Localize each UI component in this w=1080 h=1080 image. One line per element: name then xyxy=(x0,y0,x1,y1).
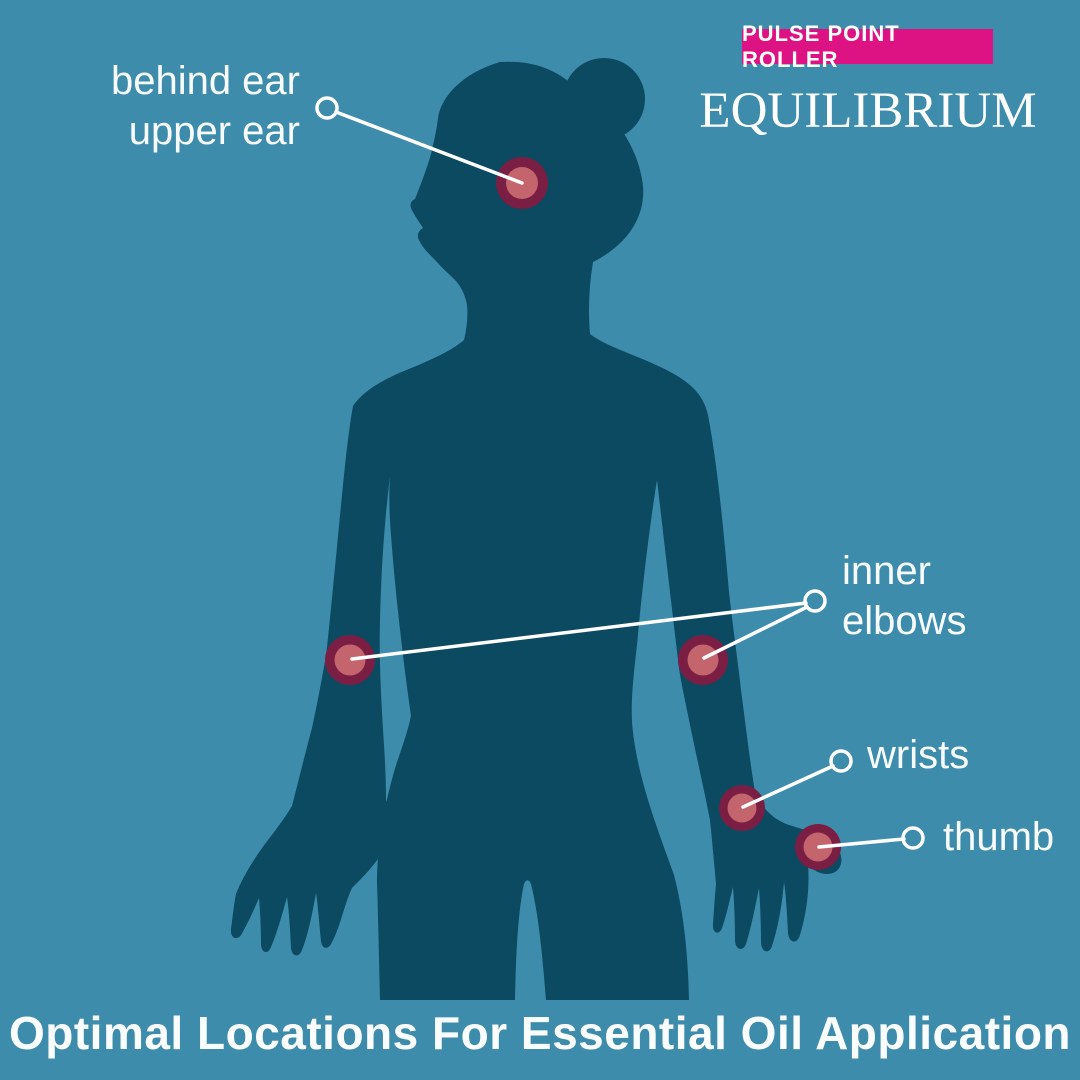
pulse-point-roller-badge: PULSE POINT ROLLER xyxy=(742,21,993,72)
annotation-anchor-inner-elbows xyxy=(803,589,827,613)
label-wrists: wrists xyxy=(867,730,969,780)
annotation-anchor-thumb xyxy=(901,826,925,850)
label-line: wrists xyxy=(867,733,970,777)
annotation-line-thumb xyxy=(817,837,906,849)
pulse-inner-dot xyxy=(334,644,366,676)
label-thumb: thumb xyxy=(943,812,1054,862)
label-line: thumb xyxy=(943,815,1055,859)
body-silhouette xyxy=(230,61,842,1000)
annotation-line-wrist xyxy=(741,764,835,809)
pulse-point-left-elbow xyxy=(325,635,375,685)
annotation-line-ear xyxy=(334,110,524,185)
label-line: behind ear xyxy=(110,59,300,103)
label-line: upper ear xyxy=(128,109,300,153)
label-inner-elbows: inner elbows xyxy=(842,546,967,646)
brand-title: EQUILIBRIUM xyxy=(699,83,1037,139)
label-behind-ear: behind ear upper ear xyxy=(111,56,300,156)
badge-label: PULSE POINT ROLLER xyxy=(742,20,900,72)
pulse-point-right-elbow xyxy=(678,635,728,685)
footer-title: Optimal Locations For Essential Oil Appl… xyxy=(8,1007,1072,1059)
annotation-anchor-ear xyxy=(315,96,339,120)
annotation-anchor-wrists xyxy=(829,749,853,773)
annotation-line-right-elbow xyxy=(702,605,809,660)
label-line: elbows xyxy=(842,599,967,643)
label-line: inner xyxy=(842,549,931,593)
annotation-line-left-elbow xyxy=(350,601,808,661)
pulse-inner-dot xyxy=(687,644,719,676)
